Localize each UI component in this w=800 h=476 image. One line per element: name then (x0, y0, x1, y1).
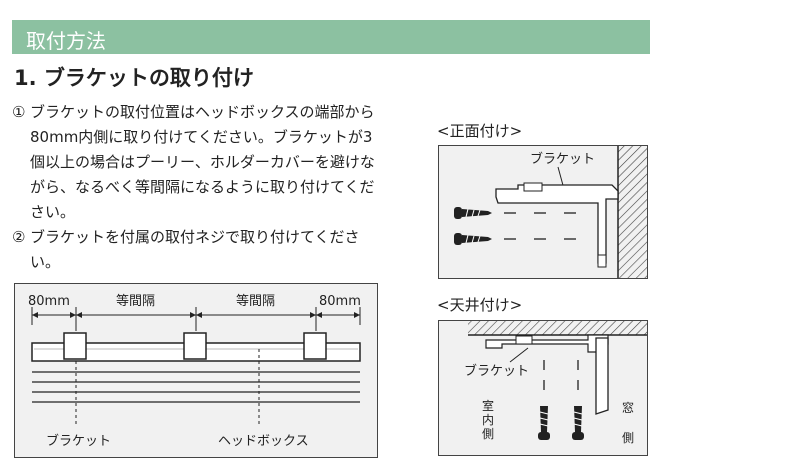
front-bracket-label: ブラケット (530, 151, 595, 167)
indoor-side-label-1: 室 (482, 398, 494, 413)
step-2-text: ブラケットを付属の取付ネジで取り付けてください。 (30, 228, 360, 271)
dimension-arrows (32, 312, 360, 318)
ceiling-hatch (468, 321, 647, 335)
screw-lower (454, 233, 492, 245)
ceiling-screw-path-dashes (543, 360, 579, 390)
screw-upper (454, 207, 492, 219)
window-label-source: 窓側 (0, 0, 2, 1)
screw-path-dashes (504, 212, 576, 240)
indoor-side-label-2: 内 (482, 413, 494, 427)
ceiling-bracket-clip (515, 335, 533, 345)
indoor-side-label-3: 側 (482, 427, 494, 441)
front-mount-title: <正面付け> (437, 122, 523, 140)
dim-mid-left-label: 等間隔 (116, 293, 155, 309)
subsection-title: 1. ブラケットの取り付け (14, 66, 254, 90)
blind-slats (32, 371, 360, 403)
step-1-number: ① (12, 103, 26, 121)
section-header-bar: 取付方法 (12, 20, 650, 54)
front-mount-diagram: ブラケット (438, 145, 648, 279)
ceiling-headbox (595, 337, 609, 415)
step-2: ② ブラケットを付属の取付ネジで取り付けてください。 (12, 225, 386, 275)
window-side-label-1: 窓 (622, 400, 634, 415)
bracket-left (63, 332, 87, 360)
bracket-right (303, 332, 327, 360)
window-side-label-2: 側 (622, 431, 634, 445)
ceiling-screw-right (572, 406, 584, 440)
front-bracket-clip (523, 182, 543, 192)
dim-left-label: 80mm (28, 294, 70, 309)
front-mount-frame (438, 145, 648, 279)
front-headbox-end (597, 254, 607, 268)
instruction-steps: ① ブラケットの取付位置はヘッドボックスの端部から80mm内側に取り付けてくださ… (12, 100, 386, 275)
wall-hatch (618, 146, 647, 278)
bracket-middle (183, 332, 207, 360)
step-2-number: ② (12, 228, 26, 246)
ceiling-bracket-leader (509, 347, 529, 363)
ceiling-mount-title: <天井付け> (437, 296, 523, 314)
dim-right-label: 80mm (319, 294, 361, 309)
step-1-text: ブラケットの取付位置はヘッドボックスの端部から80mm内側に取り付けてください。… (30, 103, 375, 221)
step-1: ① ブラケットの取付位置はヘッドボックスの端部から80mm内側に取り付けてくださ… (12, 100, 386, 225)
front-view-diagram: 80mm 等間隔 等間隔 80mm ブラケット ヘッドボックス (14, 283, 378, 458)
section-header-title: 取付方法 (26, 29, 106, 53)
dim-mid-right-label: 等間隔 (236, 293, 275, 309)
ceiling-bracket-label: ブラケット (464, 363, 529, 379)
bracket-label: ブラケット (46, 433, 111, 449)
headbox-label: ヘッドボックス (218, 434, 309, 449)
ceiling-screw-left (538, 406, 550, 440)
ceiling-mount-diagram: ブラケット 室 内 側 窓 側 (438, 320, 648, 456)
